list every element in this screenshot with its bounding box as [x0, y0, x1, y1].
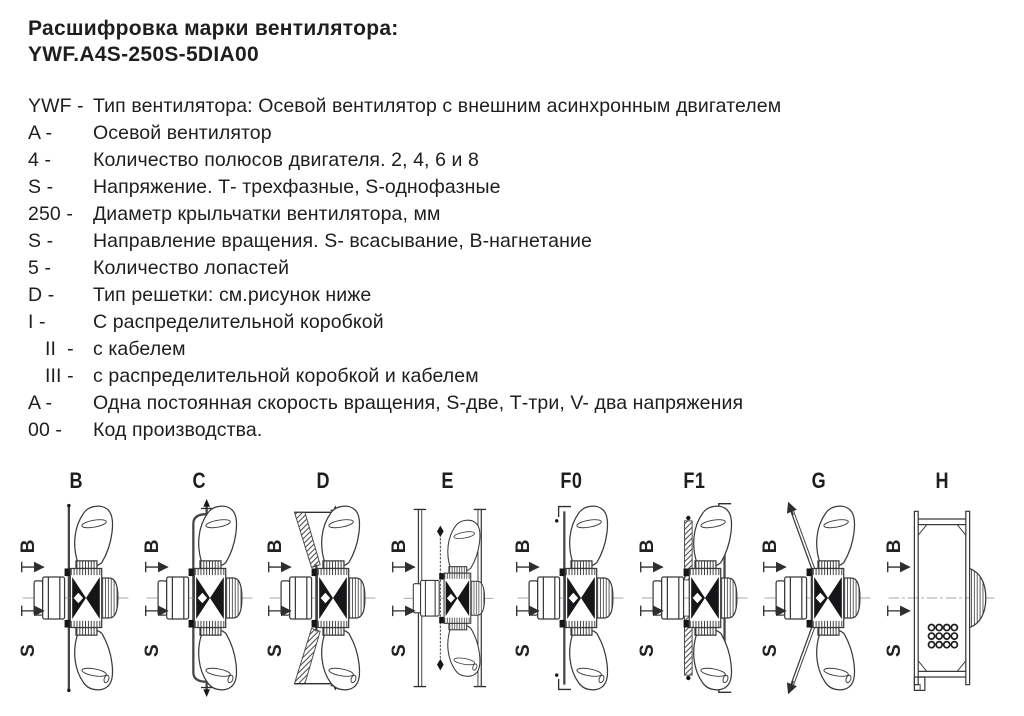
decoding-term: S -	[28, 230, 54, 252]
page-title: Расшифровка марки вентилятора:	[28, 17, 399, 40]
diagram-label: H	[935, 468, 949, 493]
fan-drawing-d-icon	[264, 505, 379, 691]
decoding-desc: Диаметр крыльчатки вентилятора, мм	[93, 203, 441, 225]
decoding-line: II - с кабелем	[28, 336, 1024, 363]
diagram-column-g: G	[757, 468, 881, 698]
decoding-desc: с кабелем	[93, 338, 186, 360]
decoding-desc: Количество полюсов двигателя. 2, 4, 6 и …	[93, 149, 479, 171]
decoding-desc: Одна постоянная скорость вращения, S-две…	[93, 392, 744, 414]
model-code: YWF.A4S-250S-5DIA00	[28, 43, 259, 66]
decoding-term: A -	[28, 392, 53, 414]
decoding-term: 00 -	[28, 419, 63, 441]
decoding-line: A - Одна постоянная скорость вращения, S-…	[28, 390, 1024, 417]
decoding-desc: с распределительной коробкой и кабелем	[93, 365, 479, 387]
diagram-column-c: C	[138, 468, 262, 698]
header: Расшифровка марки вентилятора: YWF.A4S-2…	[0, 0, 1024, 68]
decoding-line: YWF - Тип вентилятора: Осевой вентилятор …	[28, 93, 1024, 120]
decoding-term: YWF -	[28, 95, 84, 117]
decoding-line: D - Тип решетки: см.рисунок ниже	[28, 282, 1024, 309]
diagram-label: D	[316, 468, 331, 493]
decoding-term: II -	[45, 338, 74, 360]
diagram-column-e: E	[385, 468, 509, 698]
decoding-term: S -	[28, 176, 54, 198]
decoding-desc: Код производства.	[93, 419, 263, 441]
decoding-line: A - Осевой вентилятор	[28, 120, 1024, 147]
decoding-desc: С распределительной коробкой	[93, 311, 384, 333]
fan-drawing-b-icon	[17, 503, 131, 693]
duct-housing	[888, 510, 996, 691]
decoding-desc: Количество лопастей	[93, 257, 290, 279]
fan-drawing-c-icon	[141, 498, 255, 698]
diagram-column-d: D	[262, 468, 386, 698]
decoding-term: 5 -	[28, 257, 52, 279]
decoding-term: 250 -	[28, 203, 73, 225]
decoding-desc: Направление вращения. S- всасывание, В-н…	[93, 230, 592, 252]
decoding-line: 250 - Диаметр крыльчатки вентилятора, мм	[28, 201, 1024, 228]
diagram-label: F0	[559, 468, 582, 493]
diagram-label: E	[440, 468, 454, 493]
grille-coil	[927, 623, 959, 649]
decoding-term: A -	[28, 122, 53, 144]
fan-drawing-f0-icon	[512, 505, 626, 691]
diagram-label: C	[192, 468, 207, 493]
fan-drawing-h-icon	[883, 510, 996, 691]
decoding-line: 00 - Код производства.	[28, 417, 1024, 444]
decoding-line: S - Направление вращения. S- всасывание, …	[28, 228, 1024, 255]
decoding-desc: Напряжение. Т- трехфазные, S-однофазные	[93, 176, 501, 198]
decoding-line: 5 - Количество лопастей	[28, 255, 1024, 282]
decoding-term: 4 -	[28, 149, 52, 171]
decoding-line: 4 - Количество полюсов двигателя. 2, 4, 6…	[28, 147, 1024, 174]
fan-drawing-f1-icon	[636, 503, 750, 693]
diagram-column-f1: F1	[633, 468, 757, 698]
decoding-term: D -	[28, 284, 55, 306]
diagram-column-b: B	[14, 468, 138, 698]
diagram-label: B	[69, 468, 83, 493]
fan-drawing-g-icon	[759, 501, 874, 695]
decoding-term: I -	[28, 311, 46, 333]
decoding-term: III -	[45, 365, 74, 387]
diagram-label: F1	[683, 468, 706, 493]
fan-drawing-e-icon	[388, 508, 496, 688]
decoding-line: I - С распределительной коробкой	[28, 309, 1024, 336]
grille-type-diagrams: B C D	[0, 468, 1024, 698]
decoding-desc: Тип вентилятора: Осевой вентилятор с вне…	[93, 95, 782, 117]
diagram-column-f0: F0	[509, 468, 633, 698]
decoding-line: III - с распределительной коробкой и кабе…	[28, 363, 1024, 390]
diagram-label: G	[811, 468, 826, 493]
decoding-line: S - Напряжение. Т- трехфазные, S-однофазн…	[28, 174, 1024, 201]
decoding-list: YWF - Тип вентилятора: Осевой вентилятор …	[28, 93, 1024, 444]
diagram-column-h: H	[880, 468, 1004, 698]
decoding-desc: Осевой вентилятор	[93, 122, 272, 144]
decoding-desc: Тип решетки: см.рисунок ниже	[93, 284, 372, 306]
